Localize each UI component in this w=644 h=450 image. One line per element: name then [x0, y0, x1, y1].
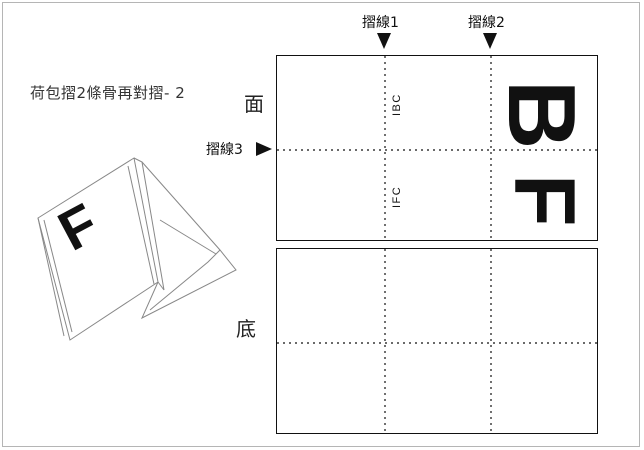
diagram-title: 荷包摺2條骨再對摺- 2	[30, 84, 186, 102]
ifc-label: IFC	[391, 186, 403, 208]
fold-line-1-label: 摺線1	[362, 15, 399, 31]
ibc-label: IBC	[391, 93, 403, 116]
bottom-panel-label: 底	[236, 317, 256, 341]
top-panel: IBC IFC B F	[276, 55, 599, 242]
diagram-frame	[2, 2, 640, 447]
fold-line-1-arrow-icon	[377, 33, 391, 49]
top-panel-lines: IBC IFC B F	[277, 56, 599, 242]
fold-line-2-arrow-icon	[483, 33, 497, 49]
bottom-panel-lines	[277, 249, 599, 435]
bottom-panel	[276, 248, 599, 435]
folded-pocket-illustration: F	[37, 157, 237, 341]
fold-line-3-label: 摺線3	[206, 142, 243, 158]
fold-line-2-label: 摺線2	[468, 15, 505, 31]
top-panel-label: 面	[244, 92, 264, 116]
fold-line-3-arrow-icon	[256, 142, 272, 156]
folded-letter-f: F	[48, 191, 108, 263]
big-letter-b: B	[488, 80, 595, 149]
big-letter-f: F	[496, 174, 592, 227]
